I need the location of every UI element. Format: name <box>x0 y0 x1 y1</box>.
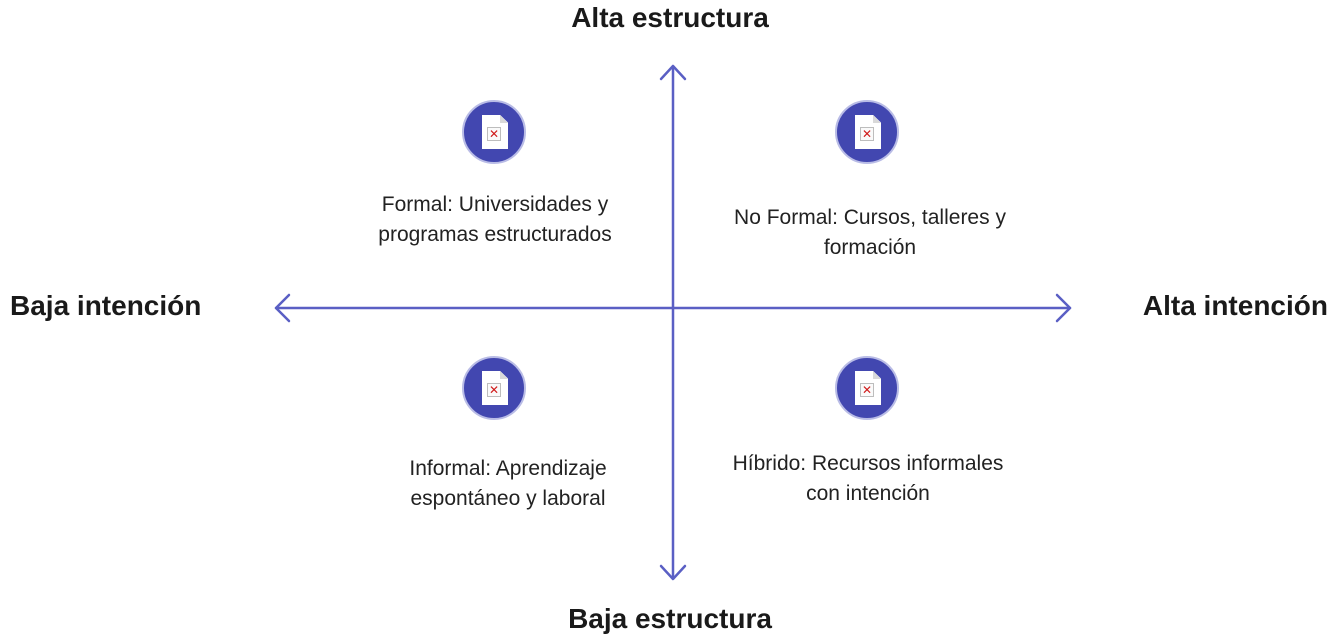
right-arrow-head <box>1055 293 1072 323</box>
broken-image-icon: ✕ <box>835 356 899 420</box>
down-arrow-head <box>659 564 687 581</box>
axis-label-bottom: Baja estructura <box>568 603 772 634</box>
axis-label-top: Alta estructura <box>571 2 769 33</box>
quadrant-informal-text: Informal: Aprendizaje espontáneo y labor… <box>409 457 607 510</box>
axis-label-left: Baja intención <box>10 290 202 321</box>
up-arrow-head <box>659 64 687 81</box>
left-arrow-head <box>274 293 291 323</box>
quadrant-hibrido-text: Híbrido: Recursos informales con intenci… <box>732 452 1004 505</box>
quadrant-formal-text: Formal: Universidades y programas estruc… <box>378 193 612 246</box>
broken-image-icon: ✕ <box>835 100 899 164</box>
broken-image-icon: ✕ <box>462 356 526 420</box>
broken-image-icon: ✕ <box>462 100 526 164</box>
quadrant-no-formal-text: No Formal: Cursos, talleres y formación <box>734 206 1006 259</box>
axis-label-right: Alta intención <box>1142 290 1328 321</box>
